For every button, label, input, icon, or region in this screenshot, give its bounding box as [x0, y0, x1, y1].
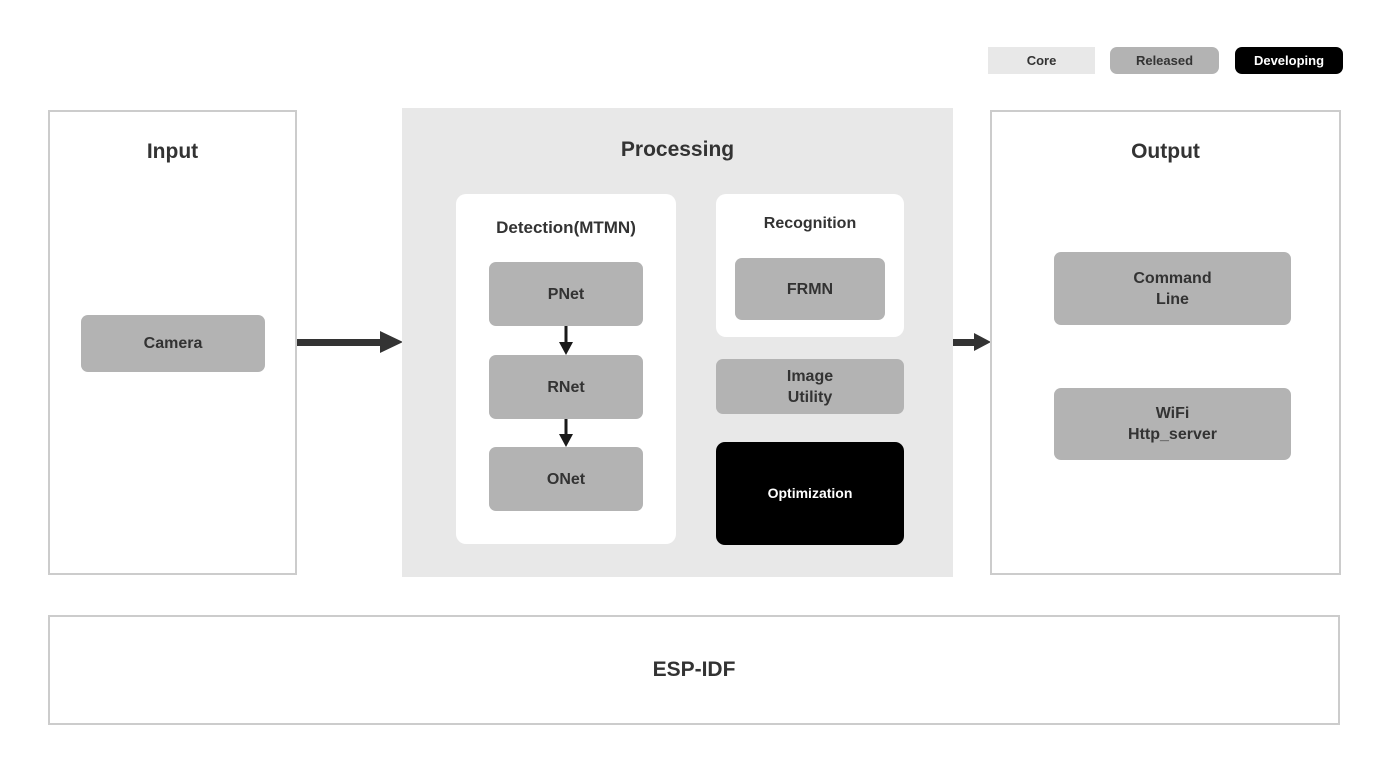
recognition-group-title: Recognition [763, 215, 857, 232]
arrow-input-to-processing [297, 331, 403, 353]
pnet-node: PNet [489, 262, 643, 326]
legend-item-released: Released [1110, 47, 1219, 74]
arrow-head-icon [380, 331, 403, 353]
esp-idf-panel-title: ESP-IDF [652, 658, 736, 681]
legend-item-core: Core [988, 47, 1095, 74]
wifi-http-server-node: WiFi Http_server [1054, 388, 1291, 460]
arrow-stem [564, 419, 568, 435]
esp-idf-panel: ESP-IDF [48, 615, 1340, 725]
arrow-head-icon [559, 434, 573, 447]
arrow-rnet-to-onet [558, 419, 574, 447]
arrow-processing-to-output [953, 333, 991, 351]
input-panel-title: Input [146, 140, 199, 163]
arrow-head-icon [974, 333, 991, 351]
rnet-node: RNet [489, 355, 643, 419]
onet-node: ONet [489, 447, 643, 511]
processing-panel: Processing Detection(MTMN) PNet RNet ONe… [402, 108, 953, 577]
legend-label-released: Released [1135, 53, 1194, 68]
arrow-stem [297, 339, 381, 346]
detection-group: Detection(MTMN) PNet RNet ONet [456, 194, 676, 544]
arrow-stem [953, 339, 975, 346]
detection-group-title: Detection(MTMN) [496, 218, 636, 237]
legend-label-core: Core [1026, 53, 1057, 68]
output-panel: Output Command Line WiFi Http_server [990, 110, 1341, 575]
command-line-node: Command Line [1054, 252, 1291, 325]
legend-label-developing: Developing [1253, 53, 1325, 68]
processing-panel-title: Processing [620, 138, 735, 161]
frmn-node: FRMN [735, 258, 885, 320]
recognition-group: Recognition FRMN [716, 194, 904, 337]
legend-item-developing: Developing [1235, 47, 1343, 74]
arrow-stem [564, 326, 568, 343]
optimization-node: Optimization [716, 442, 904, 545]
arrow-head-icon [559, 342, 573, 355]
arrow-pnet-to-rnet [558, 326, 574, 355]
input-panel: Input Camera [48, 110, 297, 575]
output-panel-title: Output [1131, 140, 1200, 163]
image-utility-node: Image Utility [716, 359, 904, 414]
camera-node: Camera [81, 315, 265, 372]
